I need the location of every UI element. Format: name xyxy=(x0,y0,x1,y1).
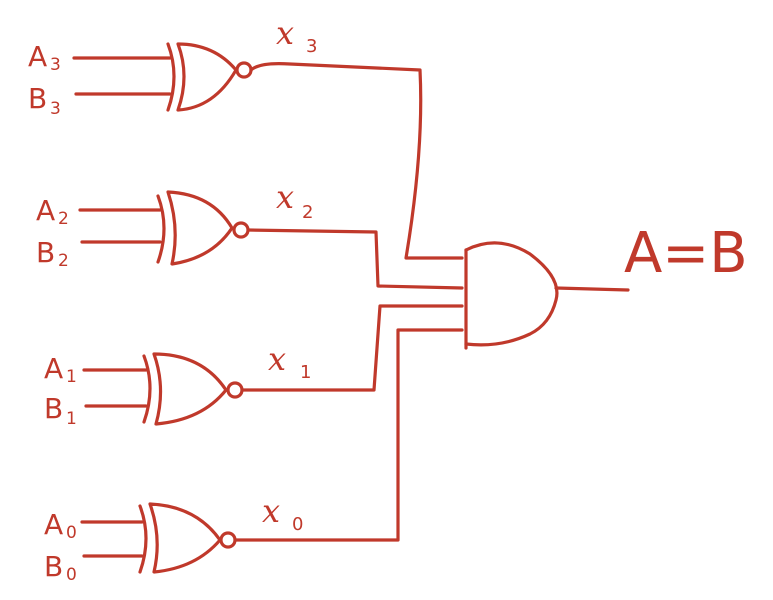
input-sub-a1: 1 xyxy=(66,367,77,387)
input-sub-a0: 0 xyxy=(66,523,77,543)
wire-x0 xyxy=(233,328,464,542)
input-label-b0: B xyxy=(44,550,63,583)
input-label-b2: B xyxy=(36,236,55,269)
input-label-a1: A xyxy=(44,352,63,385)
xnor-output-label-3: x xyxy=(276,14,294,52)
wire-x3 xyxy=(249,62,464,260)
input-label-a0: A xyxy=(44,508,63,541)
output-label: A=B xyxy=(624,221,748,286)
and-output-wire xyxy=(554,286,630,292)
input-label-b3: B xyxy=(28,82,47,115)
input-sub-b0: 0 xyxy=(66,565,77,585)
xnor-gate-3: A 3 B 3 x 3 xyxy=(28,14,464,260)
xnor-gate-0: A 0 B 0 x 0 xyxy=(44,328,464,585)
xnor-output-label-0: x xyxy=(262,492,280,530)
input-label-a3: A xyxy=(28,40,47,73)
input-sub-a2: 2 xyxy=(58,209,69,229)
wire-x2 xyxy=(246,228,464,290)
input-sub-b3: 3 xyxy=(50,99,61,119)
input-label-b1: B xyxy=(44,392,63,425)
input-sub-b1: 1 xyxy=(66,409,77,429)
xnor-output-sub-1: 1 xyxy=(300,362,311,383)
xnor-gate-icon xyxy=(138,502,237,574)
and-gate-icon xyxy=(464,241,559,350)
wire-x1 xyxy=(240,304,464,392)
input-sub-a3: 3 xyxy=(50,55,61,75)
xnor-gate-icon xyxy=(142,352,244,426)
xnor-gate-icon xyxy=(166,42,253,112)
xnor-gate-icon xyxy=(156,190,250,266)
xnor-output-label-1: x xyxy=(268,340,286,378)
input-sub-b2: 2 xyxy=(58,251,69,271)
xnor-output-sub-0: 0 xyxy=(292,514,303,535)
xnor-output-sub-3: 3 xyxy=(306,36,317,57)
xnor-output-sub-2: 2 xyxy=(302,202,313,223)
xnor-gate-1: A 1 B 1 x 1 xyxy=(44,304,464,429)
xnor-output-label-2: x xyxy=(276,178,294,216)
input-label-a2: A xyxy=(36,194,55,227)
xnor-gate-2: A 2 B 2 x 2 xyxy=(36,178,464,290)
